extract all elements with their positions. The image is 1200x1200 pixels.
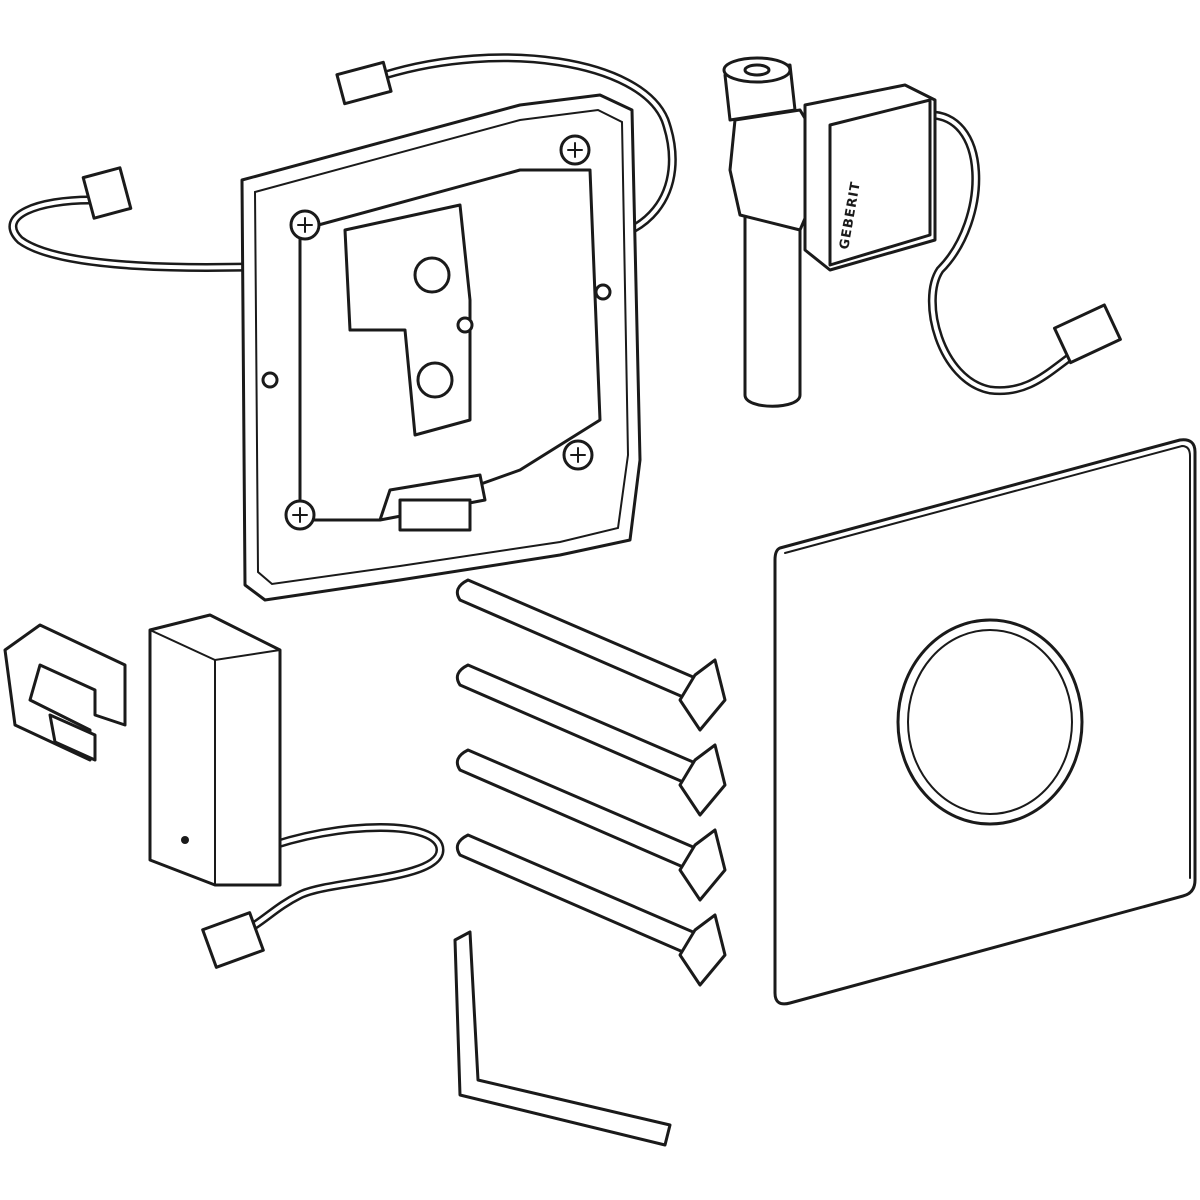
allen-key xyxy=(453,930,672,1147)
threaded-rod xyxy=(455,833,727,987)
threaded-rod xyxy=(455,748,727,902)
cable-clip xyxy=(3,623,127,762)
cover-plate xyxy=(773,438,1197,1006)
screw-icon xyxy=(284,134,594,531)
threaded-rods xyxy=(455,578,727,987)
battery-box xyxy=(148,613,445,969)
sensor-ring xyxy=(896,618,1084,826)
mounting-frame xyxy=(240,93,642,602)
threaded-rod xyxy=(455,578,727,732)
frame-cable-left xyxy=(8,166,305,272)
threaded-rod xyxy=(455,663,727,817)
solenoid-valve: GEBERIT xyxy=(722,56,1122,408)
